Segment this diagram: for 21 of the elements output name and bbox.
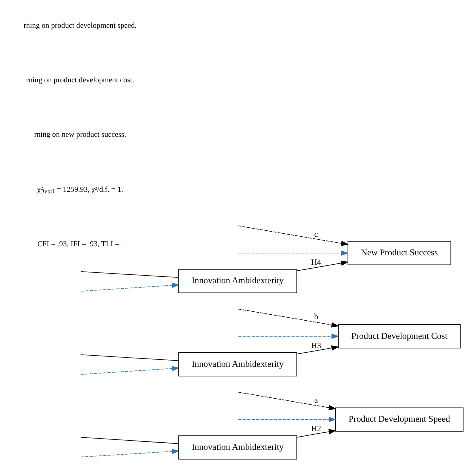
node-box: New Product Success xyxy=(348,241,452,266)
connector xyxy=(80,354,180,362)
node-box: Innovation Ambidexterity xyxy=(178,436,298,460)
node-box: Product Development Speed xyxy=(335,408,464,432)
arrow xyxy=(238,250,349,256)
arrow xyxy=(296,429,337,438)
arrow xyxy=(238,308,340,328)
arrow xyxy=(238,392,337,410)
node-box: Innovation Ambidexterity xyxy=(178,352,298,377)
arrow xyxy=(296,346,340,355)
arrow xyxy=(80,449,180,458)
arrow xyxy=(238,334,340,340)
arrow xyxy=(296,260,349,272)
connector xyxy=(80,271,180,278)
arrow xyxy=(80,282,180,292)
arrow xyxy=(238,417,337,422)
connector xyxy=(80,437,180,444)
node-box: Innovation Ambidexterity xyxy=(178,269,298,294)
arrow xyxy=(238,226,349,246)
node-box: Product Development Cost xyxy=(338,324,461,349)
arrow xyxy=(80,366,180,375)
